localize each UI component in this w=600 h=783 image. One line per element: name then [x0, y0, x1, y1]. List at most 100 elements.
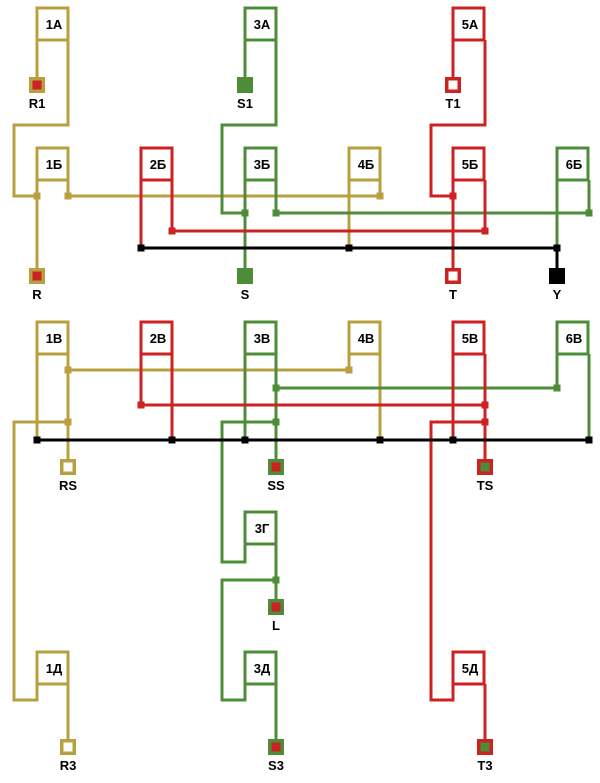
wire-2b-5b [170, 180, 487, 233]
terminal-ts[interactable]: TS [477, 459, 494, 493]
switch-label: 3В [254, 331, 271, 346]
junction-green [241, 209, 249, 217]
junction-black [553, 244, 561, 252]
switch-5d[interactable]: 5Д [451, 650, 486, 686]
switch-1d[interactable]: 1Д [35, 650, 70, 686]
terminal-s[interactable]: S [237, 268, 253, 302]
junction-black [376, 436, 384, 444]
terminal-core [240, 80, 250, 90]
wire-3a-3b [220, 40, 278, 215]
switch-4v[interactable]: 4В [347, 320, 382, 356]
switch-label: 2Б [150, 157, 167, 172]
junction-green [272, 418, 280, 426]
switch-2v[interactable]: 2В [139, 320, 174, 356]
junction-red [481, 401, 489, 409]
terminal-r1[interactable]: R1 [29, 77, 46, 111]
switch-box [243, 6, 278, 42]
terminal-ss[interactable]: SS [267, 459, 285, 493]
junction-red [137, 401, 145, 409]
wire-5v-5d [429, 420, 485, 702]
terminal-core [32, 80, 42, 90]
terminal-label: L [272, 618, 280, 633]
switch-5a[interactable]: 5А [451, 6, 486, 42]
switch-3g[interactable]: 3Г [243, 510, 278, 546]
switch-label: 4В [358, 331, 375, 346]
terminal-core [480, 462, 490, 472]
terminal-r3[interactable]: R3 [60, 739, 77, 773]
wire-3b-6b [274, 180, 591, 215]
switch-label: 2В [150, 331, 167, 346]
wire-3g-3d [220, 578, 276, 702]
switch-box [243, 650, 278, 686]
junction-black [449, 436, 457, 444]
terminal-label: S [241, 287, 250, 302]
terminal-core [480, 742, 490, 752]
terminal-core [271, 602, 281, 612]
junction-green [553, 384, 561, 392]
wire-1v-1d [12, 420, 68, 702]
switch-1a[interactable]: 1А [35, 6, 70, 42]
terminal-label: TS [477, 478, 494, 493]
switch-3v[interactable]: 3В [243, 320, 278, 356]
junctions [33, 192, 593, 584]
wire-3v-3g [220, 420, 276, 564]
wire-1a-1b [12, 40, 70, 198]
junction-yellow [64, 418, 72, 426]
terminal-r[interactable]: R [29, 268, 45, 302]
switch-5v[interactable]: 5В [451, 320, 486, 356]
terminal-t3[interactable]: T3 [477, 739, 493, 773]
junction-red [481, 227, 489, 235]
switch-4b[interactable]: 4Б [347, 146, 382, 182]
switch-2b[interactable]: 2Б [139, 146, 174, 182]
terminal-label: T [449, 287, 457, 302]
switch-label: 4Б [358, 157, 375, 172]
terminal-label: RS [59, 478, 77, 493]
switch-3b[interactable]: 3Б [243, 146, 278, 182]
switch-1v[interactable]: 1В [35, 320, 70, 356]
switch-label: 1Б [46, 157, 63, 172]
switch-box [451, 320, 486, 356]
switch-5b[interactable]: 5Б [451, 146, 486, 182]
switch-box [451, 6, 486, 42]
junction-green [272, 576, 280, 584]
switch-box [451, 146, 486, 182]
switch-label: 1А [46, 17, 63, 32]
terminal-core [271, 742, 281, 752]
switch-label: 1Д [46, 661, 63, 676]
terminal-label: R1 [29, 96, 46, 111]
terminal-t1[interactable]: T1 [445, 77, 461, 111]
terminal-core [271, 462, 281, 472]
terminal-t[interactable]: T [445, 268, 461, 302]
terminal-s1[interactable]: S1 [237, 77, 253, 111]
terminal-rs[interactable]: RS [59, 459, 77, 493]
switch-box [35, 6, 70, 42]
terminal-label: S3 [268, 758, 284, 773]
switch-box [555, 146, 590, 182]
switch-3a[interactable]: 3А [243, 6, 278, 42]
switch-3d[interactable]: 3Д [243, 650, 278, 686]
switch-box [139, 320, 174, 356]
junction-green [272, 209, 280, 217]
terminal-label: T1 [445, 96, 460, 111]
junction-red [449, 192, 457, 200]
junction-black [168, 436, 176, 444]
switch-label: 6В [566, 331, 583, 346]
terminal-core [552, 271, 562, 281]
terminal-y[interactable]: Y [549, 268, 565, 302]
terminal-s3[interactable]: S3 [268, 739, 284, 773]
switch-6v[interactable]: 6В [555, 320, 590, 356]
junction-black [137, 244, 145, 252]
switch-label: 5Б [462, 157, 479, 172]
terminal-core [32, 271, 42, 281]
switch-6b[interactable]: 6Б [555, 146, 590, 182]
terminal-core [63, 462, 73, 472]
switch-label: 3Г [255, 521, 270, 536]
junction-black [585, 436, 593, 444]
junction-black [345, 244, 353, 252]
terminal-label: R3 [60, 758, 77, 773]
terminal-core [448, 80, 458, 90]
switch-1b[interactable]: 1Б [35, 146, 70, 182]
terminal-l[interactable]: L [268, 599, 284, 633]
junction-yellow [64, 366, 72, 374]
